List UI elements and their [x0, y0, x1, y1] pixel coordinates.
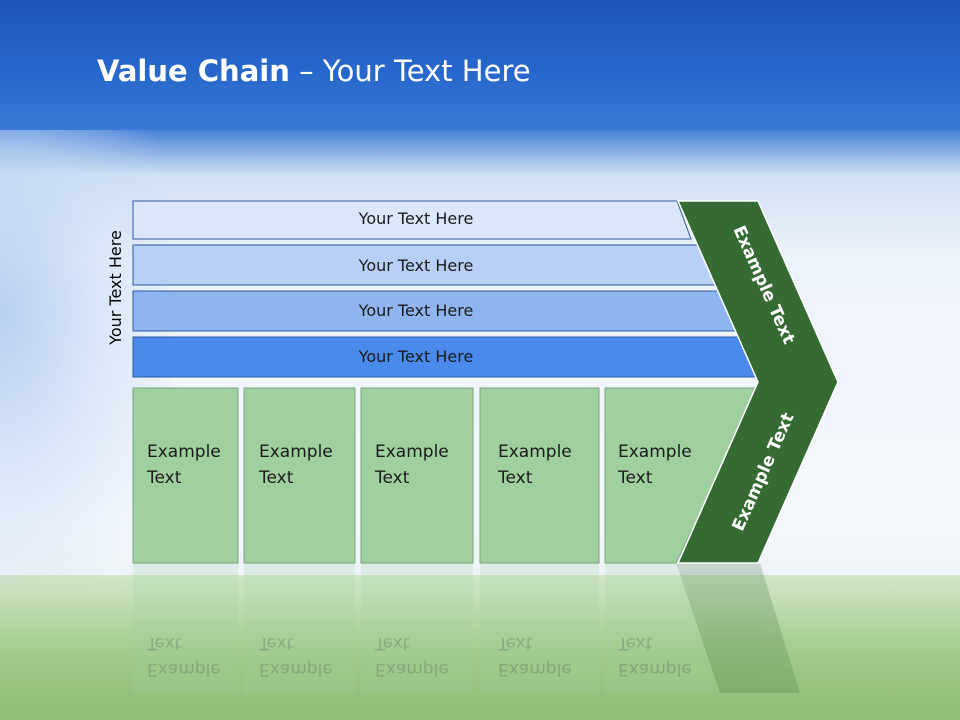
title-rest: – Your Text Here	[289, 54, 531, 88]
title-bold: Value Chain	[97, 54, 290, 88]
activity-box-3[interactable]	[360, 387, 474, 564]
activity-box-1[interactable]	[132, 387, 239, 564]
margin-chevron[interactable]	[676, 200, 839, 564]
activity-box-4[interactable]	[479, 387, 600, 564]
grass-background	[0, 575, 960, 720]
bar-1-label: Your Text Here	[358, 209, 474, 228]
bar-1[interactable]	[132, 200, 692, 240]
boxes-reflection	[133, 563, 800, 693]
bar-2-label: Your Text Here	[358, 256, 474, 275]
title-band	[0, 0, 960, 130]
activity-box-5[interactable]	[604, 387, 761, 564]
bar-4-label: Your Text Here	[358, 347, 474, 366]
activity-box-2[interactable]	[243, 387, 356, 564]
slide-title[interactable]: Value Chain – Your Text Here	[97, 54, 531, 88]
bar-3-label: Your Text Here	[358, 301, 474, 320]
